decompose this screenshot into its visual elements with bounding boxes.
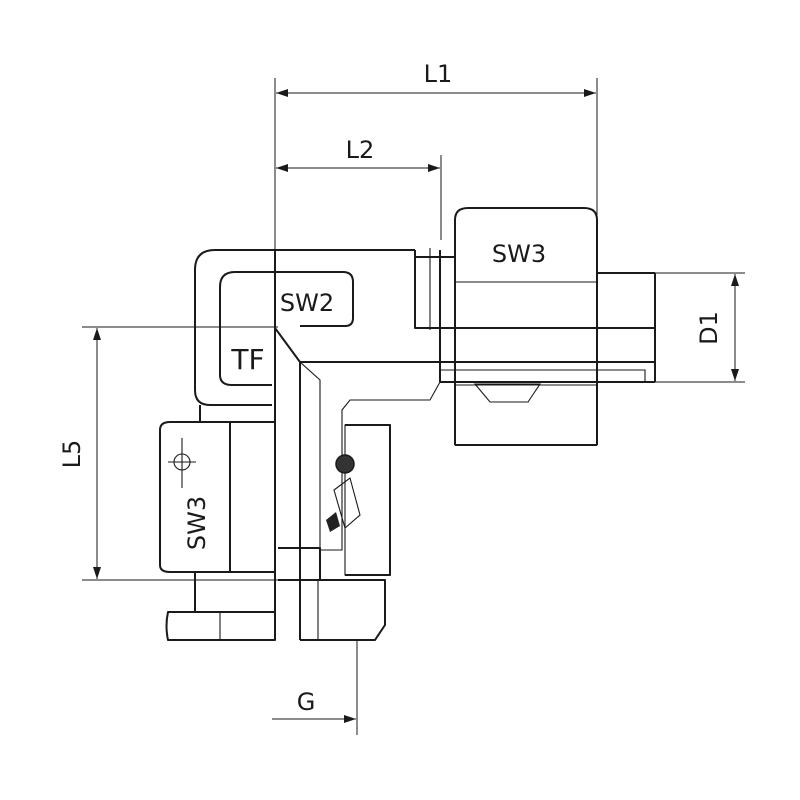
label-l1: L1 — [424, 60, 453, 88]
lower-collar — [194, 571, 276, 613]
label-sw3-right: SW3 — [492, 240, 546, 268]
swivel-window — [275, 271, 354, 327]
lower-nut-outline — [345, 424, 391, 576]
dimension-lines — [82, 78, 745, 735]
hatched-sections — [298, 361, 646, 641]
seal-element — [326, 512, 340, 532]
left-nut-top — [159, 421, 275, 431]
tube-section-hatch — [439, 369, 646, 383]
bore-step — [278, 547, 321, 581]
label-sw3-left: SW3 — [183, 496, 211, 550]
cutting-ring-hatch — [473, 383, 542, 403]
bore-chamfer — [274, 327, 301, 363]
stud-base — [165, 611, 276, 641]
o-ring — [335, 454, 355, 474]
left-nut-bottom — [159, 564, 275, 573]
dimension-labels: L1 L2 D1 L5 G SW2 SW3 SW3 TF — [58, 60, 723, 716]
label-d1: D1 — [695, 311, 723, 345]
right-stub — [414, 256, 456, 329]
stud-end-section-hatch — [317, 579, 386, 641]
right-nut-section-hatch — [454, 384, 598, 446]
label-l2: L2 — [346, 136, 375, 164]
label-sw2: SW2 — [280, 289, 334, 317]
seal-wedge-hatch — [333, 477, 361, 529]
right-nut-top — [454, 207, 598, 328]
swivel-housing-outer — [194, 249, 275, 406]
label-tf: TF — [230, 343, 264, 376]
swivel-housing-inner — [219, 271, 275, 386]
fitting-outline — [159, 207, 656, 641]
lower-nut-section-hatch — [344, 424, 391, 576]
label-l5: L5 — [58, 440, 86, 469]
label-g: G — [297, 688, 316, 716]
body-section-hatch — [298, 361, 441, 551]
stud-end-outline — [300, 579, 386, 641]
